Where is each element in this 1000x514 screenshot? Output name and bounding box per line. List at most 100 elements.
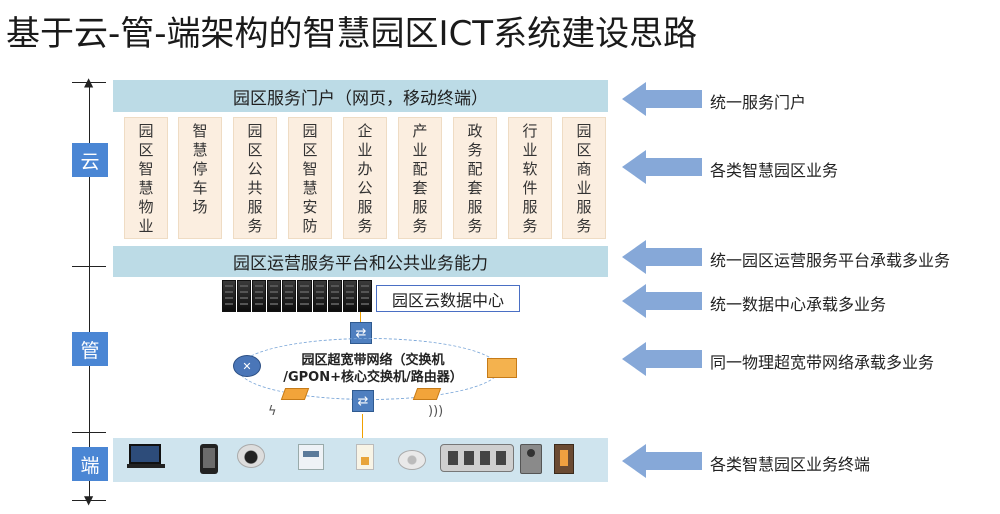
video-terminal-icon bbox=[440, 444, 514, 472]
left-arrow-icon bbox=[622, 342, 702, 376]
service-char: 园 bbox=[247, 122, 263, 140]
service-char: 办 bbox=[357, 160, 373, 178]
wireless-icon-right: ))) bbox=[428, 404, 444, 419]
annotation-label: 同一物理超宽带网络承载多业务 bbox=[710, 353, 935, 372]
service-char: 政 bbox=[467, 122, 483, 140]
service-char: 套 bbox=[467, 179, 483, 197]
service-char: 防 bbox=[302, 217, 318, 235]
service-char: 服 bbox=[467, 198, 483, 216]
service-char: 智 bbox=[192, 122, 208, 140]
service-char: 务 bbox=[412, 217, 428, 235]
service-char: 行 bbox=[522, 122, 538, 140]
service-char: 务 bbox=[467, 141, 483, 159]
access-gate-icon bbox=[554, 444, 574, 474]
service-char: 共 bbox=[247, 179, 263, 197]
service-char: 场 bbox=[192, 198, 208, 216]
link-line-down bbox=[362, 414, 363, 440]
service-char: 车 bbox=[192, 179, 208, 197]
service-char: 套 bbox=[412, 179, 428, 197]
intercom-icon bbox=[520, 444, 542, 474]
platform-bar: 园区运营服务平台和公共业务能力 bbox=[113, 246, 608, 277]
service-column: 智慧停车场 bbox=[178, 117, 222, 239]
left-arrow-icon bbox=[622, 82, 702, 116]
service-char: 商 bbox=[576, 160, 592, 178]
service-char: 区 bbox=[247, 141, 263, 159]
wireless-icon-left: ϟ bbox=[268, 404, 277, 419]
left-arrow-icon bbox=[622, 444, 702, 478]
service-column: 行业软件服务 bbox=[508, 117, 552, 239]
axis-tick-bottom bbox=[72, 500, 106, 501]
service-char: 安 bbox=[302, 198, 318, 216]
service-column: 园区商业服务 bbox=[562, 117, 606, 239]
axis-line bbox=[89, 84, 90, 502]
server-rack-icon bbox=[222, 280, 372, 312]
service-char: 业 bbox=[412, 141, 428, 159]
service-char: 服 bbox=[247, 198, 263, 216]
service-column: 园区智慧物业 bbox=[124, 117, 168, 239]
service-char: 业 bbox=[357, 141, 373, 159]
smoke-detector-icon bbox=[398, 450, 426, 470]
service-column: 政务配套服务 bbox=[453, 117, 497, 239]
layer-pipe-box: 管 bbox=[72, 332, 108, 366]
service-char: 园 bbox=[302, 122, 318, 140]
layer-end-box: 端 bbox=[72, 447, 108, 481]
onu-icon-right bbox=[412, 388, 442, 400]
onu-icon-left bbox=[280, 388, 310, 400]
service-char: 务 bbox=[357, 217, 373, 235]
service-char: 区 bbox=[302, 141, 318, 159]
service-char: 公 bbox=[357, 179, 373, 197]
service-char: 服 bbox=[576, 198, 592, 216]
annotation-label: 统一服务门户 bbox=[710, 93, 807, 112]
service-char: 物 bbox=[138, 198, 154, 216]
service-char: 园 bbox=[138, 122, 154, 140]
service-char: 配 bbox=[467, 160, 483, 178]
laptop-icon bbox=[127, 444, 165, 470]
network-label: 园区超宽带网络（交换机 /GPON+核心交换机/路由器） bbox=[268, 352, 478, 386]
phone-icon bbox=[200, 444, 218, 474]
service-column: 产业配套服务 bbox=[398, 117, 442, 239]
service-char: 件 bbox=[522, 179, 538, 197]
service-char: 慧 bbox=[192, 141, 208, 159]
annotation-label: 各类智慧园区业务 bbox=[710, 161, 839, 180]
service-char: 服 bbox=[357, 198, 373, 216]
network-label-line1: 园区超宽带网络（交换机 bbox=[301, 353, 445, 368]
annotation-label: 统一数据中心承载多业务 bbox=[710, 295, 887, 314]
access-switch-icon: ⇄ bbox=[352, 390, 374, 412]
portal-bar: 园区服务门户（网页，移动终端） bbox=[113, 80, 608, 112]
annotation-label: 统一园区运营服务平台承载多业务 bbox=[710, 251, 951, 270]
left-arrow-icon bbox=[622, 150, 702, 184]
service-char: 服 bbox=[522, 198, 538, 216]
data-center-label: 园区云数据中心 bbox=[376, 285, 520, 312]
service-char: 务 bbox=[576, 217, 592, 235]
service-char: 公 bbox=[247, 160, 263, 178]
axis-tick-cloud-pipe bbox=[72, 266, 106, 267]
service-char: 产 bbox=[412, 122, 428, 140]
axis-tick-pipe-end bbox=[72, 432, 106, 433]
left-arrow-icon bbox=[622, 240, 702, 274]
service-char: 智 bbox=[138, 160, 154, 178]
service-char: 业 bbox=[138, 217, 154, 235]
service-char: 务 bbox=[247, 217, 263, 235]
service-char: 业 bbox=[522, 141, 538, 159]
service-char: 务 bbox=[467, 217, 483, 235]
left-arrow-icon bbox=[622, 284, 702, 318]
router-icon: ✕ bbox=[233, 355, 261, 377]
camera-icon bbox=[235, 444, 267, 476]
page-title: 基于云-管-端架构的智慧园区ICT系统建设思路 bbox=[6, 14, 698, 54]
service-char: 智 bbox=[302, 160, 318, 178]
link-line bbox=[360, 312, 361, 324]
service-char: 务 bbox=[522, 217, 538, 235]
service-char: 慧 bbox=[302, 179, 318, 197]
service-char: 软 bbox=[522, 160, 538, 178]
service-char: 业 bbox=[576, 179, 592, 197]
service-char: 服 bbox=[412, 198, 428, 216]
axis-tick-top bbox=[72, 82, 106, 83]
meter-icon bbox=[298, 444, 324, 470]
sensor-icon bbox=[356, 444, 374, 470]
service-column: 园区公共服务 bbox=[233, 117, 277, 239]
service-char: 企 bbox=[357, 122, 373, 140]
annotation-label: 各类智慧园区业务终端 bbox=[710, 455, 871, 474]
service-char: 慧 bbox=[138, 179, 154, 197]
service-char: 区 bbox=[576, 141, 592, 159]
service-char: 园 bbox=[576, 122, 592, 140]
